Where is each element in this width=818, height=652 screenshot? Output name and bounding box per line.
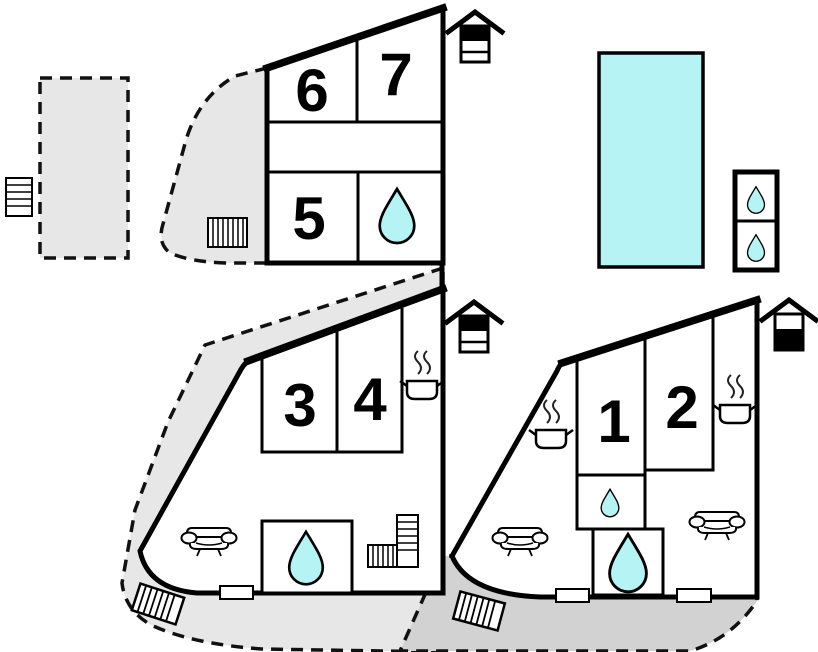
building-lower-left: 3 4 xyxy=(137,265,448,600)
door xyxy=(676,588,712,603)
room-6-label: 6 xyxy=(295,57,328,124)
steps-icon-upper xyxy=(207,217,248,248)
bath-hut xyxy=(732,169,780,273)
room-2-label: 2 xyxy=(665,374,698,441)
room-3-label: 3 xyxy=(283,372,316,439)
door xyxy=(219,585,254,600)
well-icon xyxy=(447,302,501,352)
stairs-icon xyxy=(367,514,419,568)
swimming-pool xyxy=(597,51,705,269)
well-icon xyxy=(448,12,502,62)
well-icon xyxy=(762,300,816,350)
room-5-label: 5 xyxy=(292,185,325,252)
building-lower-right: 1 2 xyxy=(449,295,762,603)
terrace-upper-building xyxy=(159,65,269,265)
door xyxy=(555,588,590,603)
building-upper: 6 7 5 xyxy=(262,3,448,266)
room-1-label: 1 xyxy=(597,388,630,455)
terrace-top-left xyxy=(38,76,130,260)
room-4-label: 4 xyxy=(353,366,387,433)
ladder-icon xyxy=(5,177,33,217)
room-7-label: 7 xyxy=(379,41,412,108)
